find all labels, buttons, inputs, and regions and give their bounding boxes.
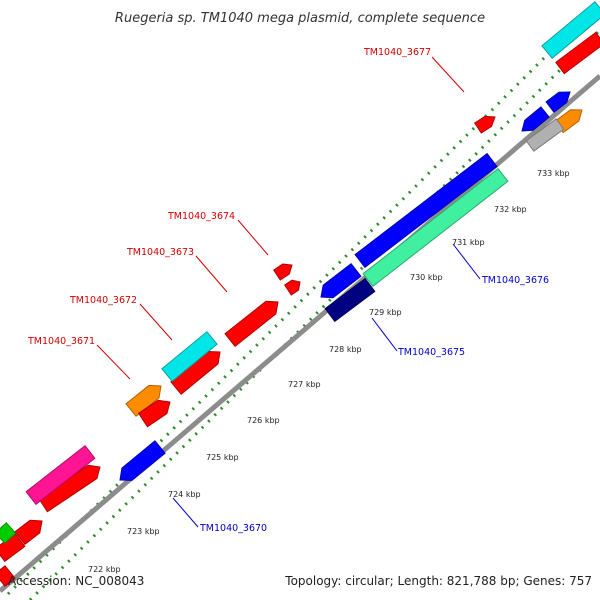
gene-feature (525, 118, 565, 152)
gene-feature (324, 277, 376, 323)
gene-feature (474, 115, 496, 134)
tick-labels: 722 kbp 723 kbp 724 kbp 725 kbp 726 kbp 727 k… (88, 169, 570, 574)
gene-feature (541, 1, 600, 59)
tick-label: 731 kbp (452, 238, 485, 247)
tick-label: 723 kbp (127, 527, 160, 536)
gene-feature (170, 350, 221, 395)
gene-feature (354, 152, 498, 269)
tick-label: 726 kbp (247, 416, 280, 425)
gene-label: TM1040_3672 (69, 295, 137, 306)
gene-label: TM1040_3671 (27, 336, 95, 347)
gene-label: TM1040_3674 (167, 211, 235, 222)
gene-label-leader (96, 344, 131, 380)
accession-label: Accession: NC_008043 (8, 574, 144, 588)
gene-feature (119, 440, 166, 481)
tick-label: 727 kbp (288, 380, 321, 389)
gene-feature (284, 279, 301, 296)
tick-label: 730 kbp (410, 273, 443, 282)
tick-label: 732 kbp (494, 205, 527, 214)
gene-feature (14, 519, 43, 546)
gene-feature (224, 300, 279, 348)
backbone (0, 74, 600, 593)
gene-label-leader (139, 303, 173, 341)
gene-label: TM1040_3673 (126, 247, 194, 258)
gene-label: TM1040_3677 (363, 47, 431, 58)
gene-label-leader (371, 317, 398, 352)
gene-labels: TM1040_3677TM1040_3674TM1040_3673TM1040_… (27, 47, 549, 534)
tick-label: 725 kbp (206, 453, 239, 462)
gene-feature (521, 106, 550, 132)
tick-label: 724 kbp (168, 490, 201, 499)
map-title: Ruegeria sp. TM1040 mega plasmid, comple… (115, 11, 485, 26)
gene-feature (125, 384, 162, 417)
dot-track-inner (28, 28, 600, 600)
gene-feature (320, 263, 362, 299)
gene-label: TM1040_3676 (481, 275, 549, 286)
gene-label: TM1040_3670 (199, 523, 267, 534)
gene-feature (161, 331, 218, 382)
gene-label-leader (237, 219, 269, 256)
tick-label: 729 kbp (369, 308, 402, 317)
gene-features (0, 1, 600, 587)
gene-feature (362, 167, 509, 288)
summary-label: Topology: circular; Length: 821,788 bp; … (284, 574, 592, 588)
gene-feature (555, 31, 600, 75)
gene-feature (137, 399, 171, 428)
gene-feature (545, 91, 571, 113)
gene-feature (273, 263, 293, 281)
tick-label: 728 kbp (329, 345, 362, 354)
tick-label: 733 kbp (537, 169, 570, 178)
gene-feature (25, 444, 96, 506)
tick-label: 722 kbp (88, 565, 121, 574)
gene-label-leader (195, 255, 228, 293)
gene-feature (0, 522, 17, 544)
gene-label-leader (431, 56, 465, 93)
gene-feature (0, 565, 16, 587)
gene-label: TM1040_3675 (397, 347, 465, 358)
gene-label-leader (172, 497, 199, 528)
gene-label-leader (452, 243, 481, 280)
